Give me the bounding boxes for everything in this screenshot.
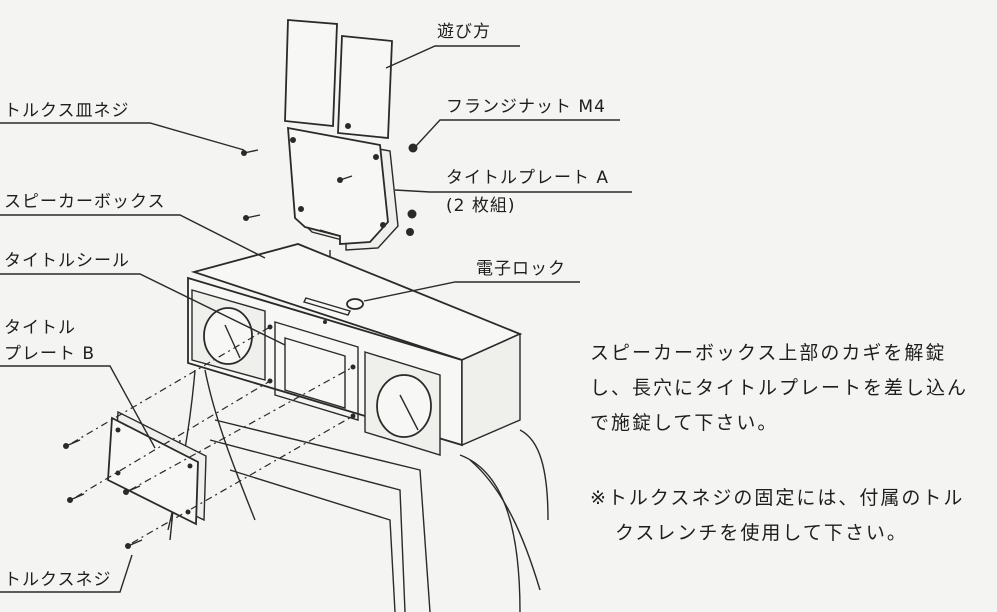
instruction-cards xyxy=(284,19,393,139)
instruction-line-3: で施錠して下さい。 xyxy=(590,412,779,434)
alignment-lines xyxy=(71,326,354,544)
label-speaker-box: スピーカーボックス xyxy=(4,192,166,212)
label-torx-screw: トルクスネジ xyxy=(4,570,112,590)
label-e-lock: 電子ロック xyxy=(476,259,566,279)
speaker-box xyxy=(187,243,523,456)
leader-lines xyxy=(0,45,632,593)
note-line-1: ※トルクスネジの固定には、付属のトル xyxy=(590,487,965,509)
label-flange-nut: フランジナット M4 xyxy=(446,97,606,117)
label-torx-dish-screw: トルクス皿ネジ xyxy=(4,101,130,121)
note-line-2: クスレンチを使用して下さい。 xyxy=(615,522,908,544)
title-plate-a xyxy=(287,123,399,251)
title-plate-b xyxy=(107,410,207,526)
torx-dish-screws xyxy=(241,149,353,221)
cabinet-body xyxy=(167,369,549,612)
instruction-line-2: し、長穴にタイトルプレートを差し込ん xyxy=(590,377,969,399)
label-asobikata: 遊び方 xyxy=(437,22,491,42)
instruction-line-1: スピーカーボックス上部のカギを解錠 xyxy=(590,342,947,364)
label-title-plate-a: タイトルプレート A xyxy=(446,168,610,188)
flange-nuts xyxy=(406,143,418,236)
label-title-plate-a-sub: (2 枚組) xyxy=(446,196,516,216)
torx-screws xyxy=(63,439,143,549)
label-title-plate-b-line1: タイトル xyxy=(4,318,76,338)
label-title-seal: タイトルシール xyxy=(4,251,130,271)
label-title-plate-b-line2: プレート B xyxy=(4,344,96,364)
electronic-lock-icon xyxy=(346,298,364,310)
